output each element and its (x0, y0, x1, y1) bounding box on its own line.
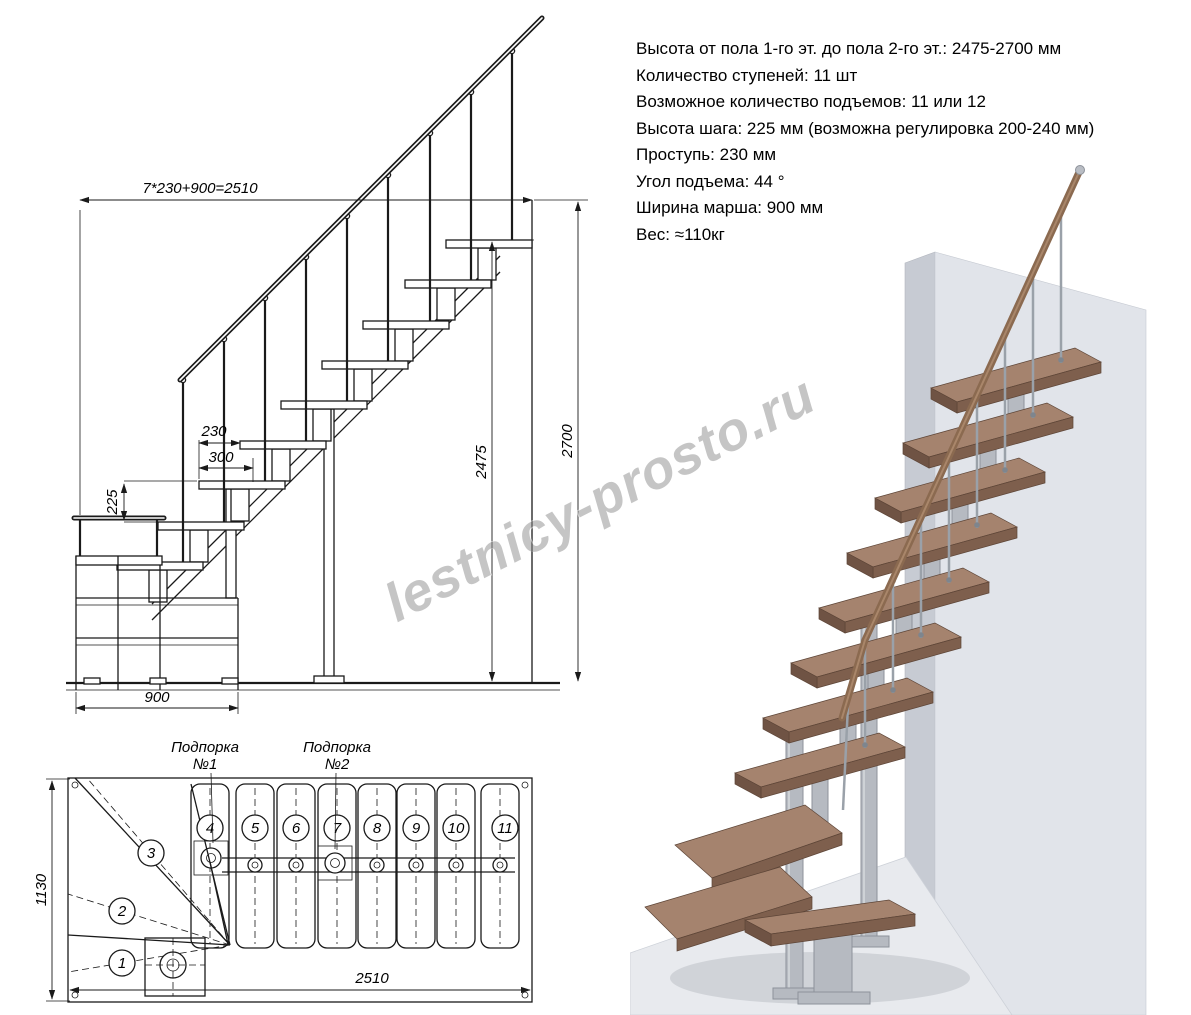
step-number-11: 11 (497, 820, 513, 837)
step-number-3: 3 (147, 845, 156, 862)
plan-winder-lines (67, 777, 231, 973)
support-2-label-line1: Подпорка (303, 739, 371, 756)
dim-300-label: 300 (208, 449, 234, 466)
dimension-300: 300 (198, 449, 254, 482)
dimension-1130: 1130 (33, 778, 70, 1002)
dim-225-label: 225 (104, 489, 121, 516)
dimension-2700: 2700 (534, 199, 588, 682)
plan-support-base (144, 937, 206, 997)
plan-support-2 (317, 845, 353, 881)
entry-steps-front (71, 515, 239, 690)
spec-line-width: Ширина марша: 900 мм (636, 198, 824, 217)
spec-line-steps: Количество ступеней: 11 шт (636, 65, 858, 85)
support-1-label: Подпорка №1 (171, 739, 239, 844)
spec-line-tread: Проступь: 230 мм (636, 145, 777, 164)
handrail-cap (1075, 165, 1085, 175)
plan-outline (67, 777, 533, 1003)
staircase-3d-render (630, 165, 1147, 1015)
plan-corner-bolts (71, 781, 529, 999)
dimension-230: 230 (198, 423, 241, 479)
step-number-6: 6 (292, 820, 301, 837)
floor-line (66, 681, 560, 691)
dim-1130-label: 1130 (33, 873, 50, 906)
support-1-label-line1: Подпорка (171, 739, 239, 756)
support-2-label-line2: №2 (325, 756, 350, 773)
spec-line-risehgt: Высота шага: 225 мм (возможна регулировк… (636, 118, 1095, 138)
render-first-step (743, 899, 917, 947)
spec-line-angle: Угол подъема: 44 ° (636, 171, 785, 191)
support-1-label-line2: №1 (193, 756, 218, 773)
step-number-1: 1 (118, 955, 126, 972)
step-number-5: 5 (251, 820, 260, 837)
dim-2700-label: 2700 (559, 424, 576, 459)
handrail-side (177, 15, 545, 383)
step-number-8: 8 (373, 820, 382, 837)
plan-spine (222, 857, 515, 873)
balusters-side (179, 47, 516, 562)
plan-view: 1 2 3 4 5 6 7 8 9 10 11 Подпорка №1 Подп… (33, 739, 533, 1003)
side-elevation-view: 7*230+900=2510 2700 2475 230 (66, 15, 588, 714)
step-number-2: 2 (117, 903, 127, 920)
step-number-10: 10 (448, 820, 465, 837)
render-treads (734, 347, 1102, 799)
dimension-225: 225 (104, 480, 197, 523)
dim-900-label: 900 (144, 689, 170, 706)
support-2-label: Подпорка №2 (303, 739, 371, 850)
dimension-2475: 2475 (460, 239, 534, 682)
step-number-4: 4 (206, 820, 214, 837)
dimension-total-run: 7*230+900=2510 (79, 180, 533, 515)
render-handrail (838, 165, 1085, 722)
spec-line-rises: Возможное количество подъемов: 11 или 12 (636, 92, 986, 111)
dim-230-label: 230 (200, 423, 227, 440)
step-number-7: 7 (333, 820, 342, 837)
dim-2510-label: 2510 (354, 970, 389, 987)
render-winder-treads (644, 804, 843, 952)
step-number-9: 9 (412, 820, 421, 837)
spec-line-weight: Вес: ≈110кг (636, 224, 725, 244)
plan-treads (190, 783, 520, 949)
specs-block: Высота от пола 1-го эт. до пола 2-го эт.… (636, 36, 1188, 248)
dim-total-run-label: 7*230+900=2510 (142, 180, 258, 197)
technical-drawing-2d: 7*230+900=2510 2700 2475 230 (33, 15, 588, 1003)
dimension-2510-plan: 2510 (69, 970, 531, 994)
dimension-900: 900 (75, 689, 239, 714)
spec-line-height: Высота от пола 1-го эт. до пола 2-го эт.… (636, 39, 1062, 58)
dim-2475-label: 2475 (473, 445, 490, 480)
plan-step-numbers: 1 2 3 4 5 6 7 8 9 10 11 (108, 814, 519, 977)
render-pedestal (797, 925, 871, 1005)
